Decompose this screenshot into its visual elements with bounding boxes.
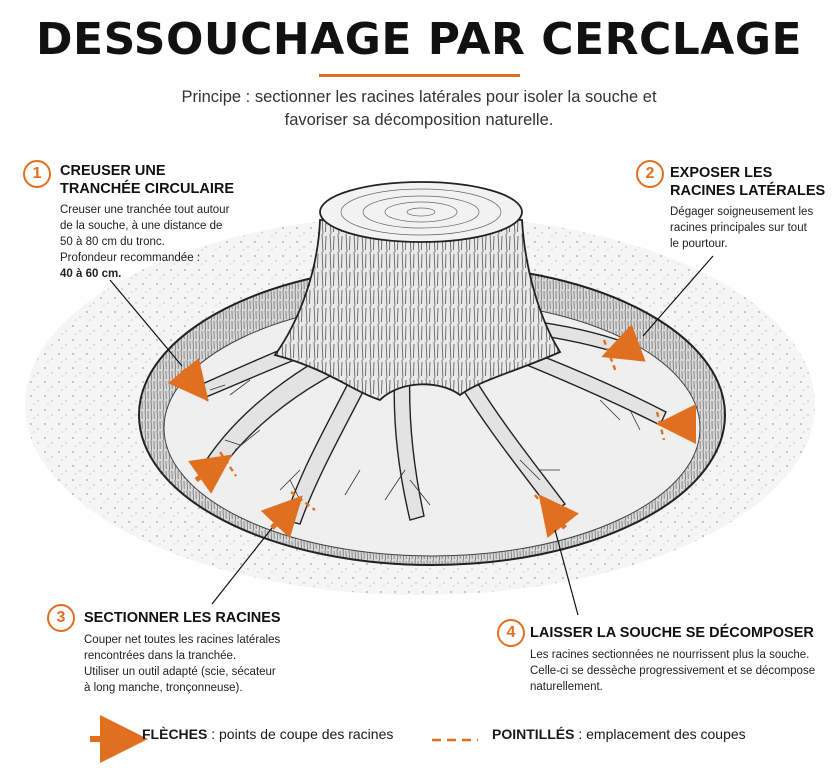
step-text-line: rencontrées dans la tranchée.	[84, 650, 237, 662]
legend-dashes: POINTILLÉS : emplacement des coupes	[492, 726, 746, 742]
step-title-line: EXPOSER LES	[670, 165, 773, 181]
step-title-line: RACINES LATÉRALES	[670, 183, 826, 199]
step-text-line: racines principales sur tout	[670, 222, 807, 234]
step-description: Couper net toutes les racines latérales …	[84, 632, 280, 696]
legend-dashes-label: POINTILLÉS	[492, 726, 575, 742]
step-text-line: naturellement.	[530, 681, 603, 693]
step-title: SECTIONNER LES RACINES	[84, 609, 281, 627]
subtitle-line: favoriser sa décomposition naturelle.	[284, 111, 554, 129]
step-description: Creuser une tranchée tout autour de la s…	[60, 202, 229, 282]
legend-dashes-text: : emplacement des coupes	[574, 726, 746, 742]
step-text-line: 50 à 80 cm du tronc.	[60, 236, 165, 248]
step-text-line: Celle-ci se dessèche progressivement et …	[530, 665, 816, 677]
step-title-line: LAISSER LA SOUCHE SE DÉCOMPOSER	[530, 625, 814, 641]
step-number-badge: 3	[47, 604, 75, 632]
root-fibers	[209, 379, 641, 506]
step-text-line: Les racines sectionnées ne nourrissent p…	[530, 649, 810, 661]
legend-arrows-label: FLÈCHES	[142, 726, 208, 742]
step-text-line: Utiliser un outil adapté (scie, sécateur	[84, 666, 276, 678]
legend-arrows-text: : points de coupe des racines	[207, 726, 394, 742]
step-title: EXPOSER LES RACINES LATÉRALES	[670, 164, 825, 200]
step-text-line: de la souche, à une distance de	[60, 220, 223, 232]
legend-arrows: FLÈCHES : points de coupe des racines	[142, 726, 393, 742]
subtitle: Principe : sectionner les racines latéra…	[150, 86, 688, 132]
trunk	[273, 219, 562, 402]
step-number-badge: 4	[497, 619, 525, 647]
step-title-line: TRANCHÉE CIRCULAIRE	[60, 181, 234, 197]
leader-lines	[109, 255, 714, 616]
step-text-line: Profondeur recommandée :	[60, 252, 200, 264]
step-number-badge: 2	[636, 160, 664, 188]
page-title: DESSOUCHAGE PAR CERCLAGE	[35, 14, 802, 65]
title-underline	[319, 74, 520, 77]
step-title-line: SECTIONNER LES RACINES	[84, 610, 281, 626]
stump-top	[319, 181, 523, 243]
step-title-line: CREUSER UNE	[60, 163, 166, 179]
step-text-emphasis: 40 à 60 cm.	[60, 268, 122, 280]
step-number-badge: 1	[23, 160, 51, 188]
step-title: CREUSER UNE TRANCHÉE CIRCULAIRE	[60, 162, 234, 198]
subtitle-line: Principe : sectionner les racines latéra…	[181, 88, 657, 106]
step-text-line: le pourtour.	[670, 238, 728, 250]
step-text-line: Dégager soigneusement les	[670, 206, 814, 218]
step-description: Les racines sectionnées ne nourrissent p…	[530, 647, 815, 695]
step-title: LAISSER LA SOUCHE SE DÉCOMPOSER	[530, 624, 814, 642]
step-text-line: Creuser une tranchée tout autour	[60, 204, 230, 216]
step-text-line: Couper net toutes les racines latérales	[84, 634, 281, 646]
cut-arrows	[167, 324, 696, 539]
tree-rings	[340, 188, 502, 236]
step-text-line: à long manche, tronçonneuse).	[84, 682, 243, 694]
step-description: Dégager soigneusement les racines princi…	[670, 204, 813, 252]
